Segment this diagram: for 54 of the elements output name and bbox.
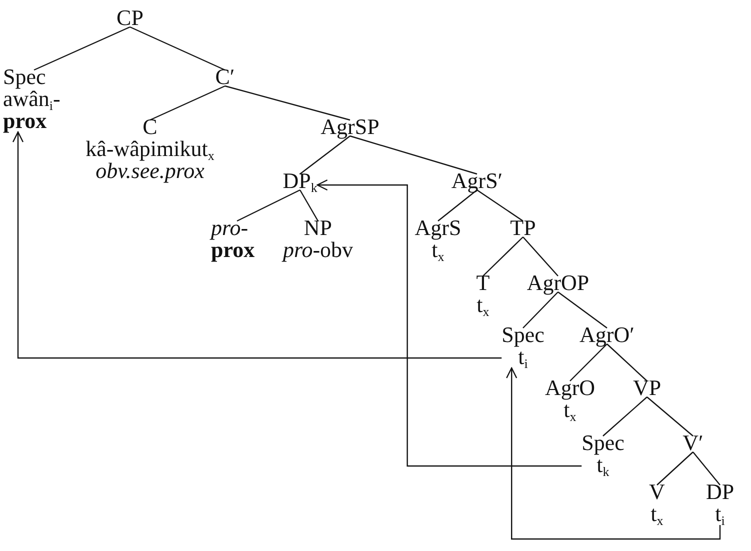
tree-branch	[646, 396, 694, 436]
category-label: C	[142, 116, 158, 138]
tree-branch	[602, 396, 648, 436]
tree-branch	[224, 85, 350, 121]
word-label: t$_{i}$	[518, 346, 528, 368]
category-label: AgrSP	[320, 116, 380, 138]
tree-branch	[476, 190, 524, 222]
word-label: awân$_{i}$- prox	[3, 88, 62, 132]
movement-arrow	[506, 367, 721, 540]
word-label: t$_{i}$	[714, 503, 726, 525]
tree-branch	[482, 236, 524, 276]
tree-branch	[656, 452, 694, 486]
tree-branch	[558, 292, 608, 328]
word-label: t$_{x}$	[564, 399, 576, 421]
category-label: AgrO′	[580, 324, 634, 346]
movement-arrow	[316, 179, 582, 467]
word-label: t$_{k}$	[596, 454, 610, 476]
category-label: Spec	[502, 324, 544, 346]
category-label: V	[649, 481, 665, 503]
category-label: AgrOP	[526, 272, 590, 294]
category-label: Spec	[582, 432, 624, 454]
category-label: pro- prox	[211, 217, 263, 261]
tree-branch	[150, 85, 226, 121]
category-label: T	[476, 272, 490, 294]
movement-arrow	[12, 131, 502, 359]
word-label: t$_{x}$	[650, 503, 664, 525]
word-label: t$_{x}$	[432, 239, 444, 261]
word-label: kâ-wâpimikut$_{x}$	[86, 138, 214, 160]
category-label: DP	[706, 481, 734, 503]
category-label: AgrO	[544, 377, 596, 399]
word-label: obv.see.prox	[96, 160, 204, 182]
category-label: DP$_{k}$	[282, 170, 318, 192]
category-label: AgrS′	[451, 170, 503, 192]
category-label: C′	[215, 66, 235, 88]
tree-branch	[570, 344, 608, 382]
tree-branch	[34, 26, 130, 71]
tree-branch	[300, 136, 350, 174]
category-label: VP	[632, 377, 662, 399]
category-label: V′	[682, 432, 704, 454]
category-label: AgrS	[414, 217, 462, 239]
category-label: TP	[510, 217, 536, 239]
tree-branch	[606, 344, 648, 382]
tree-branch	[692, 452, 720, 486]
tree-branch	[130, 26, 226, 71]
tree-branch	[299, 190, 318, 222]
category-label: CP	[116, 7, 144, 29]
word-label: t$_{x}$	[476, 294, 490, 316]
tree-branch	[522, 292, 558, 328]
tree-branch	[350, 135, 478, 175]
tree-branch	[522, 236, 558, 276]
category-label: NP	[302, 217, 334, 239]
category-label: Spec	[3, 66, 47, 88]
word-label: pro-obv	[282, 239, 354, 261]
tree-branch	[236, 189, 300, 222]
